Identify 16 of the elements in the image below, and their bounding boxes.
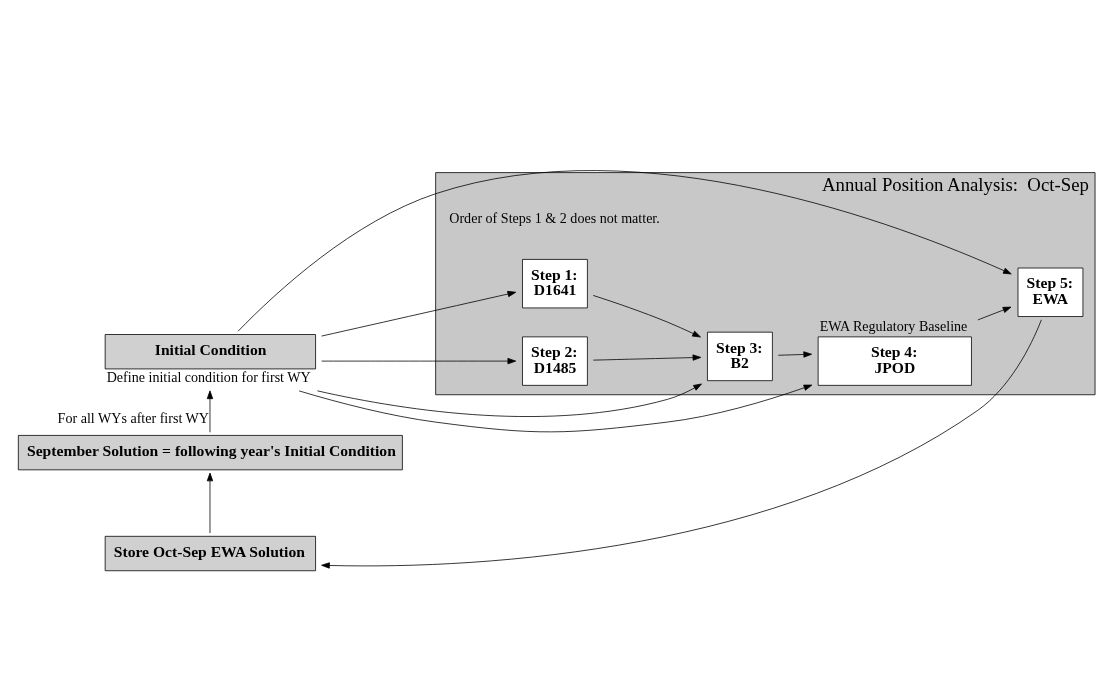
arrow	[777, 350, 813, 358]
label: Order of Steps 1 & 2 does not matter.	[449, 209, 660, 226]
arrow	[298, 384, 813, 432]
arrow	[592, 353, 702, 361]
arrow	[321, 290, 517, 336]
arrow	[317, 383, 702, 417]
arrow	[977, 306, 1012, 320]
arrow	[321, 318, 1042, 569]
edge-label: For all WYs after first WY	[57, 409, 210, 426]
arrow	[237, 169, 1012, 332]
arrow	[206, 389, 214, 433]
arrow	[206, 472, 214, 533]
arrow	[592, 294, 701, 337]
node-label: EWA Regulatory Baseline	[819, 317, 968, 334]
node-label: Define initial condition for first WY	[106, 368, 311, 385]
arrow	[321, 357, 517, 364]
